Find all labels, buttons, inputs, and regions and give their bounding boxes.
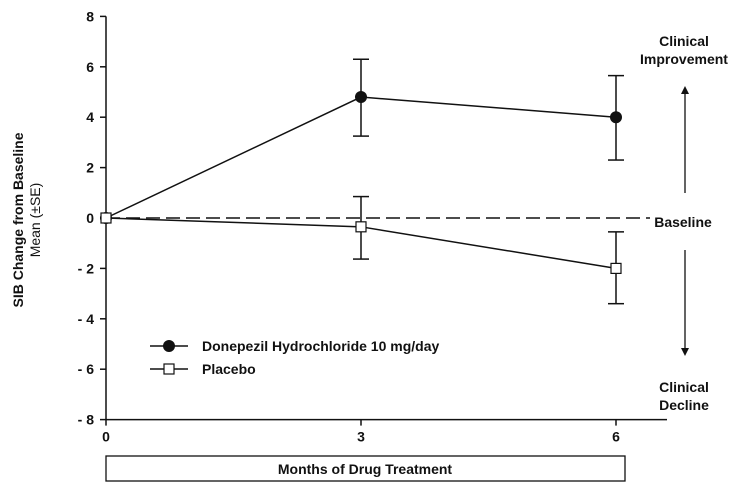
legend-marker-donepezil	[163, 340, 175, 352]
baseline-label: Baseline	[654, 214, 712, 230]
data-point-donepezil	[610, 111, 622, 124]
x-tick-label: 6	[612, 429, 620, 445]
annotation-bottom-line2: Decline	[659, 397, 709, 413]
y-tick-label: 0	[86, 210, 94, 226]
data-point-placebo	[100, 212, 112, 224]
x-axis-title: Months of Drug Treatment	[278, 461, 453, 477]
y-tick-label: - 4	[78, 311, 95, 327]
legend-marker-placebo	[163, 363, 175, 375]
arrow-down-icon	[681, 250, 689, 356]
x-tick-label: 3	[357, 429, 365, 445]
y-tick-label: 6	[86, 59, 94, 75]
annotation-top-line1: Clinical	[659, 33, 709, 49]
legend-label-placebo: Placebo	[202, 361, 256, 377]
legend: Donepezil Hydrochloride 10 mg/day Placeb…	[150, 338, 439, 377]
y-tick-label: - 6	[78, 361, 95, 377]
data-point-placebo	[355, 221, 367, 233]
y-tick-label: 2	[86, 160, 94, 176]
y-axis-title: SIB Change from Baseline	[10, 132, 26, 307]
data-point-placebo	[610, 262, 622, 274]
y-axis-subtitle: Mean (±SE)	[27, 183, 43, 258]
y-tick-label: - 2	[78, 260, 95, 276]
arrow-up-icon	[681, 86, 689, 193]
y-tick-label: 8	[86, 8, 94, 24]
y-tick-label: 4	[86, 109, 94, 125]
annotation-bottom-line1: Clinical	[659, 379, 709, 395]
legend-label-donepezil: Donepezil Hydrochloride 10 mg/day	[202, 338, 439, 354]
x-axis-title-box	[105, 455, 626, 482]
y-tick-label: - 8	[78, 412, 95, 428]
x-tick-label: 0	[102, 429, 110, 445]
data-point-donepezil	[355, 91, 367, 104]
annotation-top-line2: Improvement	[640, 51, 728, 67]
